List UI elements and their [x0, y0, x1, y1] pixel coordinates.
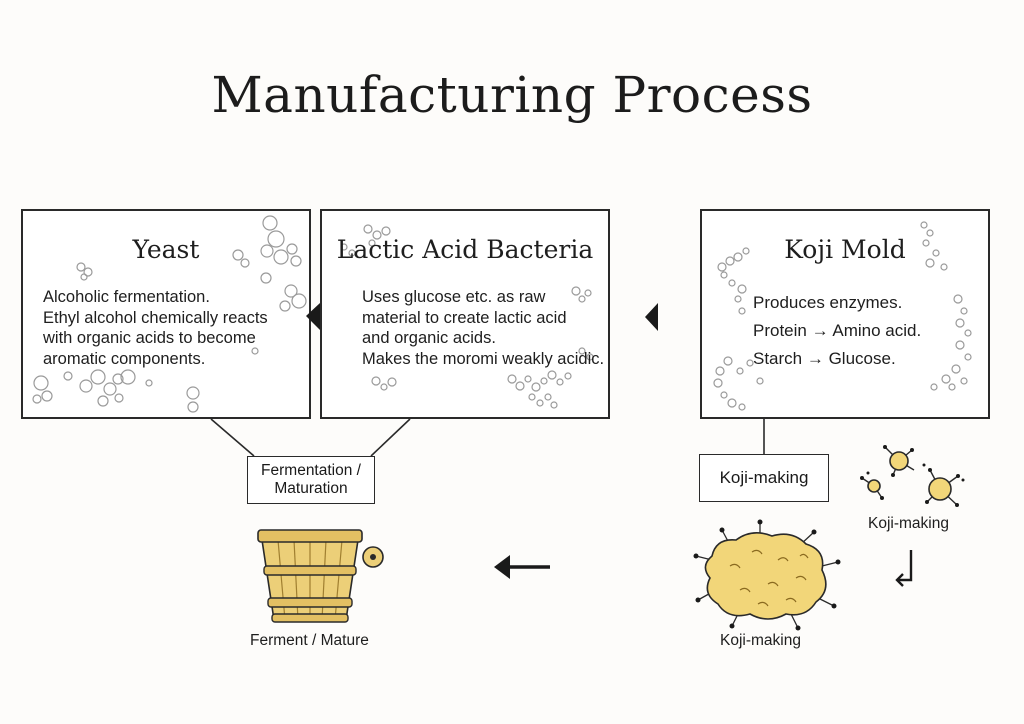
lactic-acid-bacteria-box: Lactic Acid Bacteria Uses glucose etc. a…	[320, 209, 610, 419]
yeast-line-2: Ethyl alcohol chemically reacts	[43, 308, 268, 327]
yeast-title: Yeast	[132, 235, 200, 264]
page-title: Manufacturing Process	[211, 66, 813, 124]
lactic-line-1: Uses glucose etc. as raw	[362, 288, 546, 306]
yeast-bubbles-icon	[32, 215, 307, 413]
yeast-box: Yeast Alcoholic fermentation. Ethyl alco…	[21, 209, 311, 419]
yeast-line-1: Alcoholic fermentation.	[43, 288, 210, 306]
yeast-description: Alcoholic fermentation. Ethyl alcohol ch…	[43, 287, 268, 369]
barrel-icon	[257, 529, 384, 623]
lactic-title: Lactic Acid Bacteria	[336, 235, 594, 264]
koji-description: Produces enzymes. Protein → Amino acid. …	[753, 289, 921, 373]
left-arrow-icon	[494, 555, 550, 579]
fermentation-label-line-2: Maturation	[274, 480, 348, 497]
mold-filament-icon	[713, 221, 972, 411]
koji-line-1: Produces enzymes.	[753, 293, 903, 312]
lactic-line-2: material to create lactic acid	[362, 308, 567, 327]
fermentation-connector	[210, 418, 411, 457]
yeast-line-4: aromatic components.	[43, 349, 206, 368]
lactic-line-4: Makes the moromi weakly acidic.	[362, 349, 605, 368]
yeast-pointer-icon	[306, 303, 320, 330]
down-left-arrow-icon	[895, 550, 913, 587]
fermentation-maturation-label: Fermentation / Maturation	[247, 456, 375, 504]
lactic-line-3: and organic acids.	[362, 329, 496, 347]
rice-caption: Koji-making	[720, 632, 801, 649]
barrel-caption: Ferment / Mature	[250, 632, 369, 649]
fermentation-label-line-1: Fermentation /	[261, 462, 361, 479]
spores-caption: Koji-making	[868, 515, 949, 532]
koji-making-label: Koji-making	[699, 454, 829, 502]
koji-spore-icon	[860, 445, 965, 507]
koji-line-3: Starch → Glucose.	[753, 349, 896, 368]
koji-title: Koji Mold	[784, 235, 906, 264]
koji-rice-icon	[693, 519, 841, 631]
lactic-description: Uses glucose etc. as raw material to cre…	[362, 287, 604, 369]
koji-line-2: Protein → Amino acid.	[753, 321, 922, 340]
left-pointer-icon	[645, 303, 658, 331]
lactic-bubbles-icon	[340, 224, 594, 409]
koji-mold-box: Koji Mold Produces enzymes. Protein → Am…	[700, 209, 990, 419]
yeast-line-3: with organic acids to become	[43, 329, 256, 347]
